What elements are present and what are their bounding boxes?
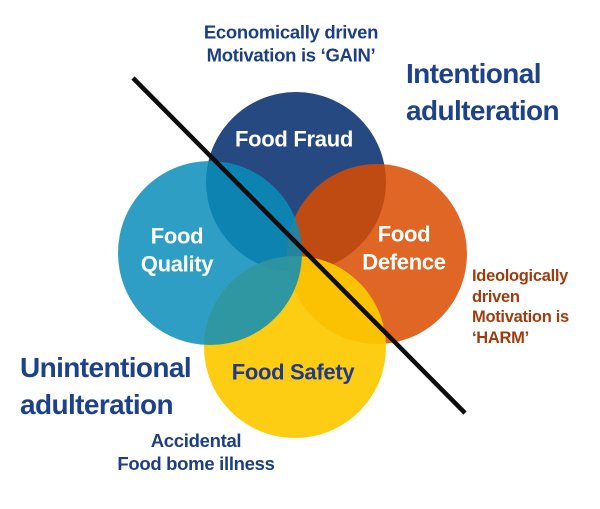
food-defence-label: Food Defence bbox=[362, 221, 446, 275]
annotation-economically-driven: Economically driven Motivation is ‘GAIN’ bbox=[203, 21, 379, 65]
divider-line bbox=[131, 76, 467, 415]
food-quality-circle bbox=[118, 161, 302, 345]
food-safety-label: Food Safety bbox=[231, 359, 355, 385]
annotation-ideologically-driven: Ideologically driven Motivation is ‘HARM… bbox=[472, 267, 569, 347]
food-quality-label: Food Quality bbox=[140, 223, 214, 277]
food-fraud-label: Food Fraud bbox=[235, 126, 353, 152]
heading-intentional-adulteration: Intentional adulteration bbox=[406, 58, 560, 126]
annotation-accidental-foodborne: Accidental Food bome illness bbox=[117, 430, 275, 474]
heading-unintentional-adulteration: Unintentional adulteration bbox=[20, 352, 192, 420]
